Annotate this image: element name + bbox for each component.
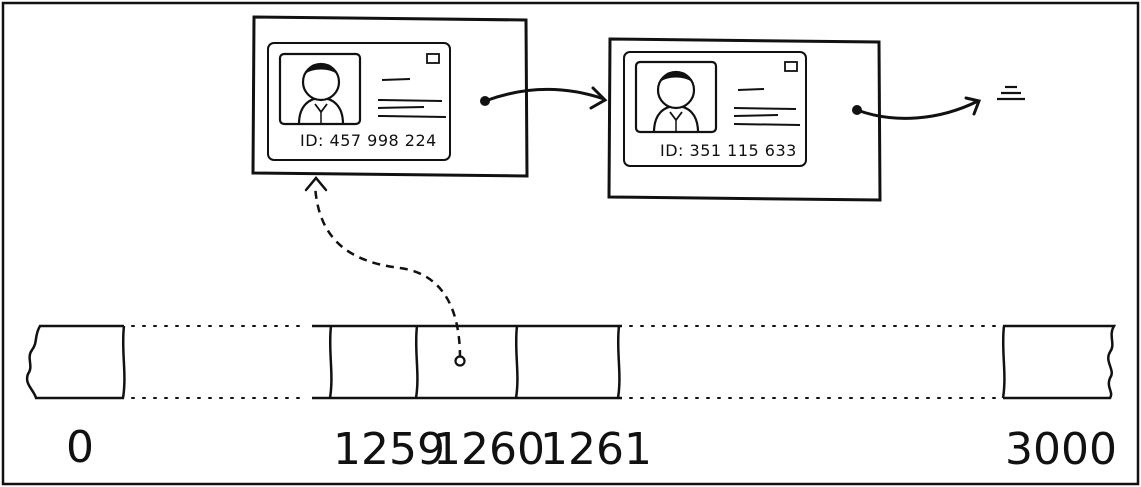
card-1-photo-frame <box>278 52 362 126</box>
link-arrow-1 <box>480 86 608 110</box>
index-label-last: 3000 <box>1005 424 1117 475</box>
card-2-inner <box>623 51 807 167</box>
card-1-text-lines <box>377 78 447 118</box>
index-label-1260: 1260 <box>433 424 545 475</box>
index-label-1261: 1261 <box>540 424 652 475</box>
null-terminator-icon <box>997 85 1025 101</box>
array-strip <box>25 324 1117 400</box>
index-label-1259: 1259 <box>333 424 445 475</box>
card-1-chip-icon <box>426 53 440 64</box>
card-2-text-lines <box>733 88 801 126</box>
index-label-first: 0 <box>66 422 94 473</box>
card-1-outline <box>251 15 529 178</box>
card-1-inner <box>267 42 451 161</box>
card-2-id: ID: 351 115 633 <box>660 141 797 160</box>
card-2-chip-icon <box>784 61 798 72</box>
id-card-2: ID: 351 115 633 <box>607 37 882 202</box>
slot-pointer <box>304 176 466 367</box>
card-1-id: ID: 457 998 224 <box>300 131 437 150</box>
id-card-1: ID: 457 998 224 <box>251 15 529 178</box>
link-arrow-2 <box>852 96 982 120</box>
card-2-outline <box>607 37 882 202</box>
